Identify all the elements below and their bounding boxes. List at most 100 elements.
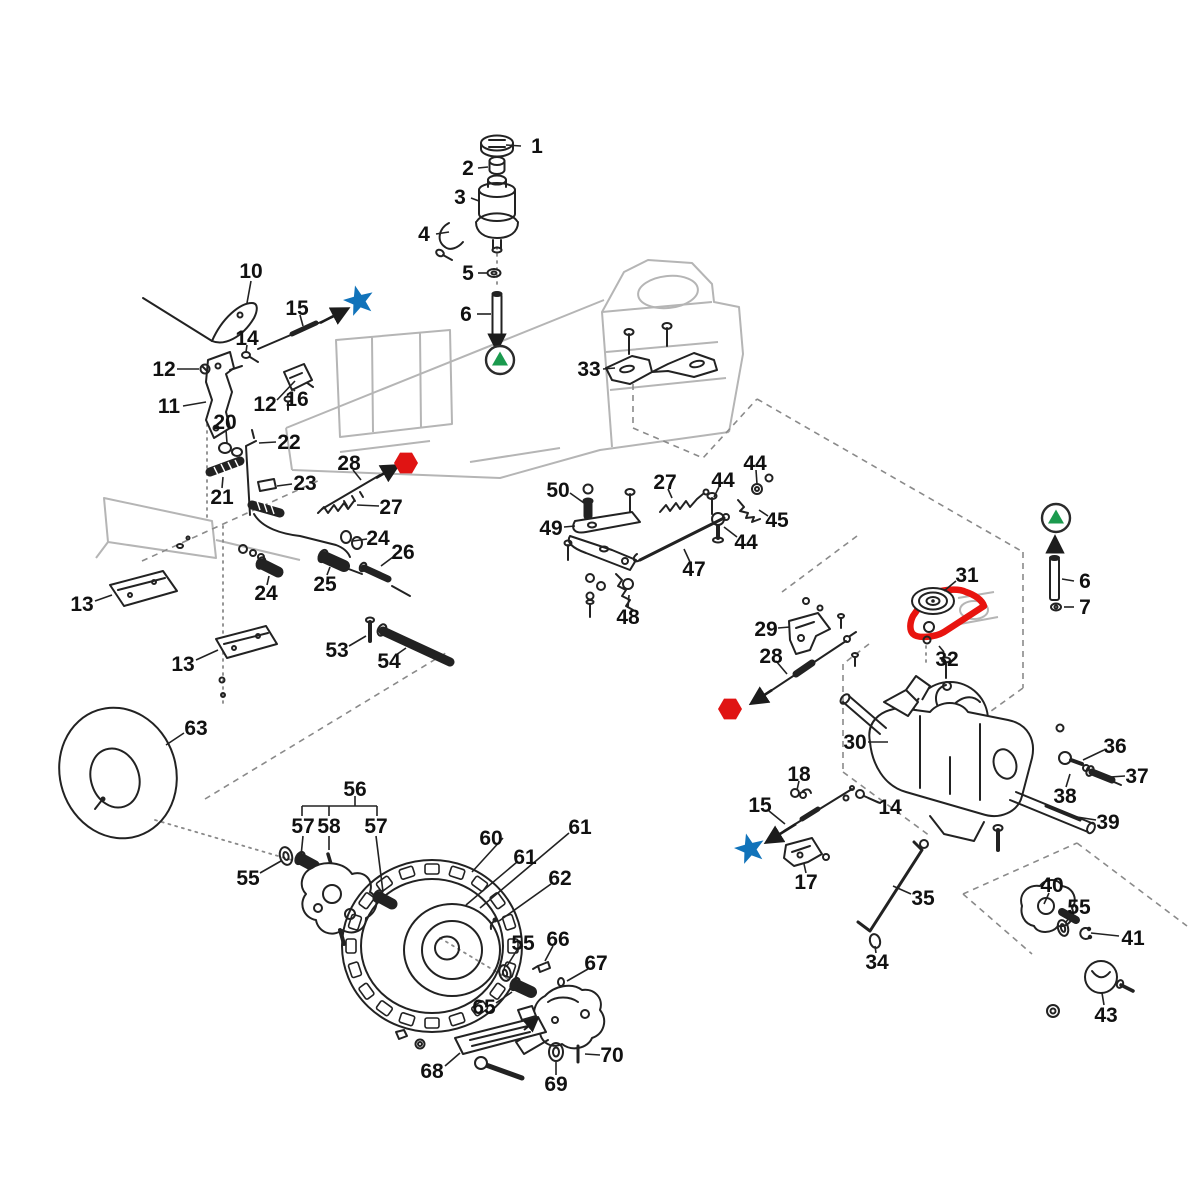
arrow-arm-to-casting: [522, 1017, 540, 1033]
part-label-35: 35: [911, 887, 935, 910]
leader-line: [1065, 912, 1074, 923]
part-label-66: 66: [546, 928, 569, 951]
part-label-61: 61: [568, 816, 592, 839]
leader-line: [276, 483, 293, 487]
pedal-linkage-assembly: [109, 297, 455, 698]
pedal-arm: [247, 500, 351, 558]
part-label-55: 55: [511, 932, 535, 955]
washer-part-5: [486, 268, 502, 278]
part-label-60: 60: [479, 827, 502, 850]
part-label-54: 54: [377, 650, 401, 673]
part-label-24: 24: [366, 527, 390, 550]
part-label-43: 43: [1094, 1004, 1117, 1027]
roller-part-20: [218, 429, 255, 457]
reservoir-assembly: [435, 134, 718, 385]
cap-part-43: [1084, 960, 1135, 994]
leader-line: [266, 575, 270, 586]
part-label-5: 5: [462, 262, 474, 285]
belt-part-32-highlighted: [907, 586, 988, 641]
leader-line: [1043, 892, 1050, 905]
rod-part-47: [632, 513, 730, 563]
part-label-13: 13: [171, 653, 194, 676]
part-label-68: 68: [420, 1060, 444, 1083]
part-label-33: 33: [577, 358, 600, 381]
seal-part-55a: [278, 846, 294, 866]
part-label-16: 16: [285, 388, 308, 411]
leader-line: [477, 166, 489, 169]
spring-part-45: [737, 499, 761, 523]
part-label-44: 44: [711, 469, 735, 492]
rod-part-39: [1044, 804, 1082, 822]
leader-line: [290, 387, 296, 392]
part-label-38: 38: [1053, 785, 1077, 808]
pin-part-6: [491, 291, 503, 337]
arrow-to-blue-star-2: [763, 822, 797, 845]
nut-bottom-right: [1046, 1004, 1060, 1018]
bracket-part-33: [605, 322, 718, 385]
bushing-part-65: [509, 976, 537, 998]
bracket-part-16: [283, 363, 313, 411]
pulley-belt-assembly: [907, 534, 1065, 645]
part-label-34: 34: [865, 951, 889, 974]
part-label-44: 44: [743, 452, 767, 475]
leader-line: [1076, 816, 1097, 821]
label-leader-lines: [94, 144, 1126, 1075]
part-label-12: 12: [253, 393, 276, 416]
leader-line: [1061, 578, 1075, 582]
leader-line: [796, 780, 800, 791]
leader-line: [1101, 992, 1105, 1006]
part-label-27: 27: [653, 471, 676, 494]
part-label-17: 17: [794, 871, 817, 894]
leader-line: [667, 488, 673, 499]
leader-line: [470, 197, 480, 202]
leader-line: [352, 538, 368, 542]
part-label-44: 44: [734, 531, 758, 554]
plate-part-13a: [109, 535, 191, 607]
hardware-under-49: [585, 573, 634, 618]
part-label-41: 41: [1121, 927, 1145, 950]
arrow-to-blue-star: [319, 307, 351, 325]
part-label-30: 30: [843, 731, 866, 754]
part-label-28: 28: [337, 452, 361, 475]
leader-line: [375, 835, 384, 893]
part-label-15: 15: [748, 794, 772, 817]
tank-part-3: [475, 174, 519, 254]
leader-line: [602, 367, 616, 370]
washer-part-7: [1050, 602, 1062, 612]
red-hexagon-marker: [718, 698, 742, 720]
part-label-7: 7: [1079, 596, 1091, 619]
leader-line: [506, 949, 518, 967]
bracket-part-29: [788, 597, 831, 655]
part-label-63: 63: [184, 717, 207, 740]
part-label-25: 25: [313, 573, 337, 596]
leader-line: [165, 732, 185, 746]
part-label-2: 2: [462, 157, 474, 180]
leader-line: [683, 548, 691, 563]
part-label-49: 49: [539, 517, 562, 540]
shift-linkage-assembly: [563, 473, 859, 706]
part-label-62: 62: [548, 867, 571, 890]
clip-part-66: [532, 961, 551, 973]
leader-line: [566, 968, 589, 982]
leader-line: [221, 476, 224, 489]
small-washers: [238, 544, 265, 561]
part-label-57: 57: [291, 815, 314, 838]
lever-part-49: [563, 488, 641, 571]
part-label-15: 15: [285, 297, 309, 320]
spring-part-27-left: [317, 500, 355, 514]
spacer-part-23: [257, 478, 277, 492]
leader-line: [94, 594, 113, 602]
part-label-56: 56: [343, 778, 366, 801]
leader-line: [495, 991, 513, 1004]
part-label-32: 32: [935, 648, 958, 671]
wheel-assembly: [58, 706, 606, 1081]
leader-line: [435, 231, 450, 235]
part-label-21: 21: [210, 486, 234, 509]
leader-line: [225, 429, 228, 444]
part-label-23: 23: [293, 472, 316, 495]
clip-part-41: [1079, 926, 1093, 940]
valve-part-62: [489, 917, 498, 930]
pin-part-26: [358, 561, 411, 597]
bushing-part-57a: [294, 850, 320, 872]
part-label-31: 31: [955, 564, 979, 587]
